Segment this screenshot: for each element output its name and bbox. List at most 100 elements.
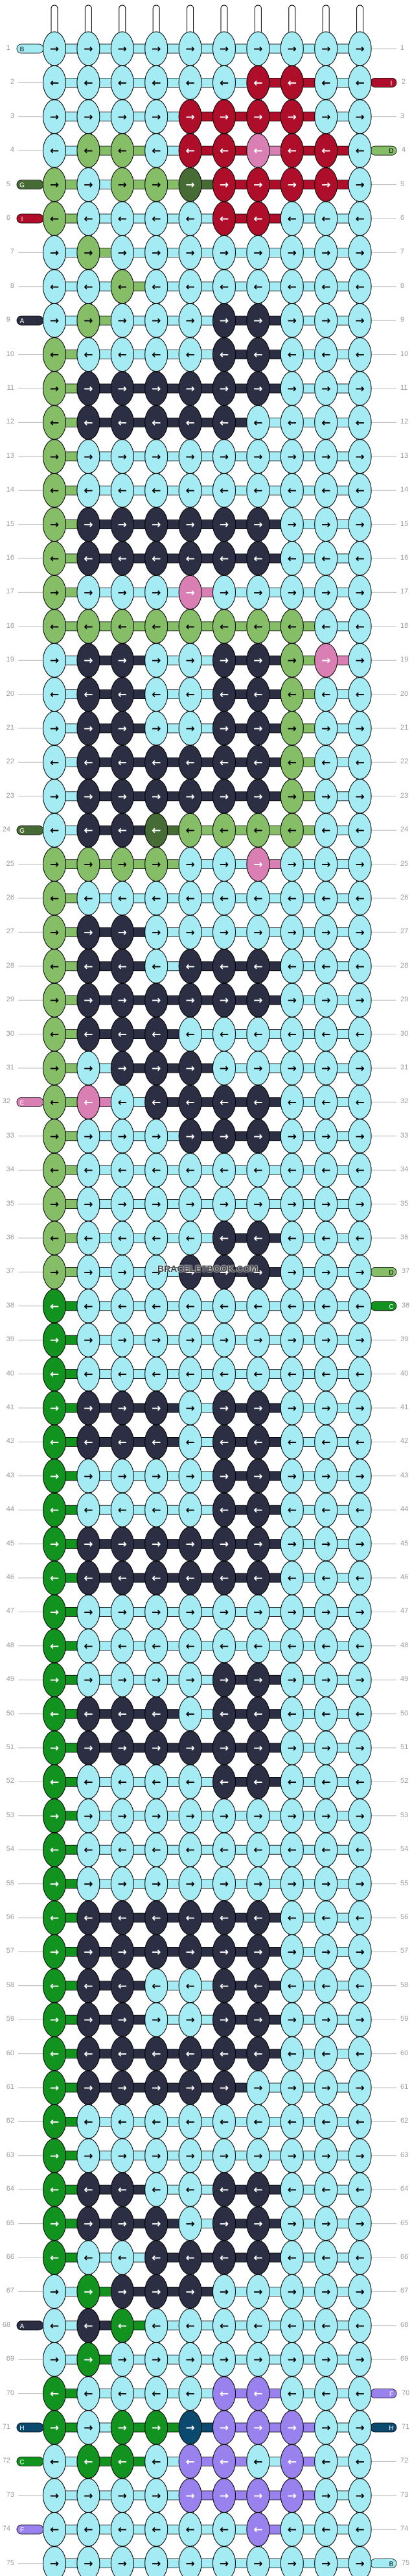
knot[interactable]: →	[144, 643, 168, 678]
knot[interactable]: →	[212, 1322, 236, 1357]
knot[interactable]: ←	[280, 609, 304, 644]
knot[interactable]: ←	[76, 269, 100, 304]
knot[interactable]: ←	[212, 949, 236, 984]
knot[interactable]: ←	[348, 1424, 372, 1459]
knot[interactable]: →	[246, 507, 270, 542]
knot[interactable]: →	[110, 1187, 134, 1222]
knot[interactable]: ←	[144, 2376, 168, 2411]
knot[interactable]: →	[212, 1051, 236, 1086]
knot[interactable]: ←	[314, 2104, 338, 2139]
knot[interactable]: →	[212, 1390, 236, 1425]
knot[interactable]: →	[43, 643, 66, 678]
knot[interactable]: →	[76, 235, 100, 270]
knot[interactable]: →	[43, 2070, 66, 2105]
knot[interactable]: ←	[110, 609, 134, 644]
knot[interactable]: →	[280, 575, 304, 610]
knot[interactable]: ←	[144, 745, 168, 780]
knot[interactable]: ←	[314, 677, 338, 712]
knot[interactable]: ←	[76, 1900, 100, 1935]
knot[interactable]: →	[348, 1730, 372, 1765]
knot[interactable]: →	[144, 2002, 168, 2037]
knot[interactable]: →	[314, 303, 338, 338]
knot[interactable]: →	[76, 2206, 100, 2241]
knot[interactable]: ←	[76, 1764, 100, 1799]
knot[interactable]: →	[280, 711, 304, 746]
knot[interactable]: →	[280, 1527, 304, 1562]
knot[interactable]: ←	[280, 1424, 304, 1459]
knot[interactable]: →	[110, 1594, 134, 1629]
knot[interactable]: ←	[280, 1152, 304, 1187]
knot[interactable]: ←	[280, 2376, 304, 2411]
knot[interactable]: →	[110, 643, 134, 678]
knot[interactable]: ←	[110, 2240, 134, 2275]
knot[interactable]: →	[246, 31, 270, 66]
knot[interactable]: →	[348, 1866, 372, 1902]
knot[interactable]: ←	[43, 677, 66, 712]
knot[interactable]: ←	[178, 65, 202, 100]
knot[interactable]: ←	[280, 1968, 304, 2003]
knot[interactable]: ←	[212, 1357, 236, 1392]
knot[interactable]: →	[246, 1119, 270, 1154]
knot[interactable]: ←	[280, 1357, 304, 1392]
knot[interactable]: →	[144, 303, 168, 338]
knot[interactable]: →	[178, 1119, 202, 1154]
knot[interactable]: ←	[314, 2240, 338, 2275]
knot[interactable]: ←	[110, 2444, 134, 2479]
knot[interactable]: ←	[144, 1628, 168, 1664]
knot[interactable]: →	[314, 1051, 338, 1086]
knot[interactable]: ←	[110, 1152, 134, 1187]
knot[interactable]: →	[43, 1662, 66, 1697]
knot[interactable]: ←	[43, 1628, 66, 1664]
knot[interactable]: →	[76, 1254, 100, 1289]
knot[interactable]: →	[110, 2002, 134, 2037]
knot[interactable]: ←	[280, 473, 304, 508]
knot[interactable]: →	[110, 1051, 134, 1086]
knot[interactable]: →	[348, 1594, 372, 1629]
knot[interactable]: ←	[110, 405, 134, 440]
knot[interactable]: ←	[43, 133, 66, 168]
knot[interactable]: ←	[43, 2308, 66, 2343]
knot[interactable]: ←	[348, 2444, 372, 2479]
knot[interactable]: ←	[348, 1221, 372, 1256]
knot[interactable]: →	[178, 371, 202, 406]
knot[interactable]: ←	[178, 1424, 202, 1459]
knot[interactable]: →	[212, 914, 236, 949]
knot[interactable]: ←	[110, 813, 134, 848]
knot[interactable]: →	[212, 235, 236, 270]
knot[interactable]: ←	[76, 2444, 100, 2479]
knot[interactable]: ←	[110, 2376, 134, 2411]
knot[interactable]: ←	[110, 1357, 134, 1392]
knot[interactable]: ←	[348, 541, 372, 576]
knot[interactable]: →	[43, 2274, 66, 2309]
knot[interactable]: →	[144, 1594, 168, 1629]
knot[interactable]: →	[144, 1254, 168, 1289]
knot[interactable]: ←	[348, 2036, 372, 2071]
knot[interactable]: ←	[110, 1492, 134, 1527]
knot[interactable]: →	[280, 1390, 304, 1425]
knot[interactable]: ←	[76, 1492, 100, 1527]
knot[interactable]: →	[246, 439, 270, 474]
knot[interactable]: ←	[348, 677, 372, 712]
knot[interactable]: ←	[43, 2512, 66, 2547]
knot[interactable]: ←	[43, 609, 66, 644]
knot[interactable]: →	[212, 1730, 236, 1765]
knot[interactable]: →	[246, 1459, 270, 1494]
knot[interactable]: ←	[43, 1900, 66, 1935]
knot[interactable]: →	[144, 439, 168, 474]
knot[interactable]: →	[110, 2546, 134, 2576]
knot[interactable]: ←	[76, 881, 100, 916]
knot[interactable]: →	[110, 303, 134, 338]
knot[interactable]: →	[212, 643, 236, 678]
knot[interactable]: ←	[280, 2444, 304, 2479]
knot[interactable]: →	[280, 1119, 304, 1154]
knot[interactable]: ←	[43, 949, 66, 984]
knot[interactable]: ←	[314, 1900, 338, 1935]
knot[interactable]: →	[280, 167, 304, 202]
knot[interactable]: →	[348, 1527, 372, 1562]
knot[interactable]: →	[178, 643, 202, 678]
knot[interactable]: ←	[178, 2172, 202, 2207]
knot[interactable]: →	[43, 575, 66, 610]
knot[interactable]: ←	[110, 1560, 134, 1595]
knot[interactable]: ←	[110, 1968, 134, 2003]
knot[interactable]: ←	[76, 745, 100, 780]
